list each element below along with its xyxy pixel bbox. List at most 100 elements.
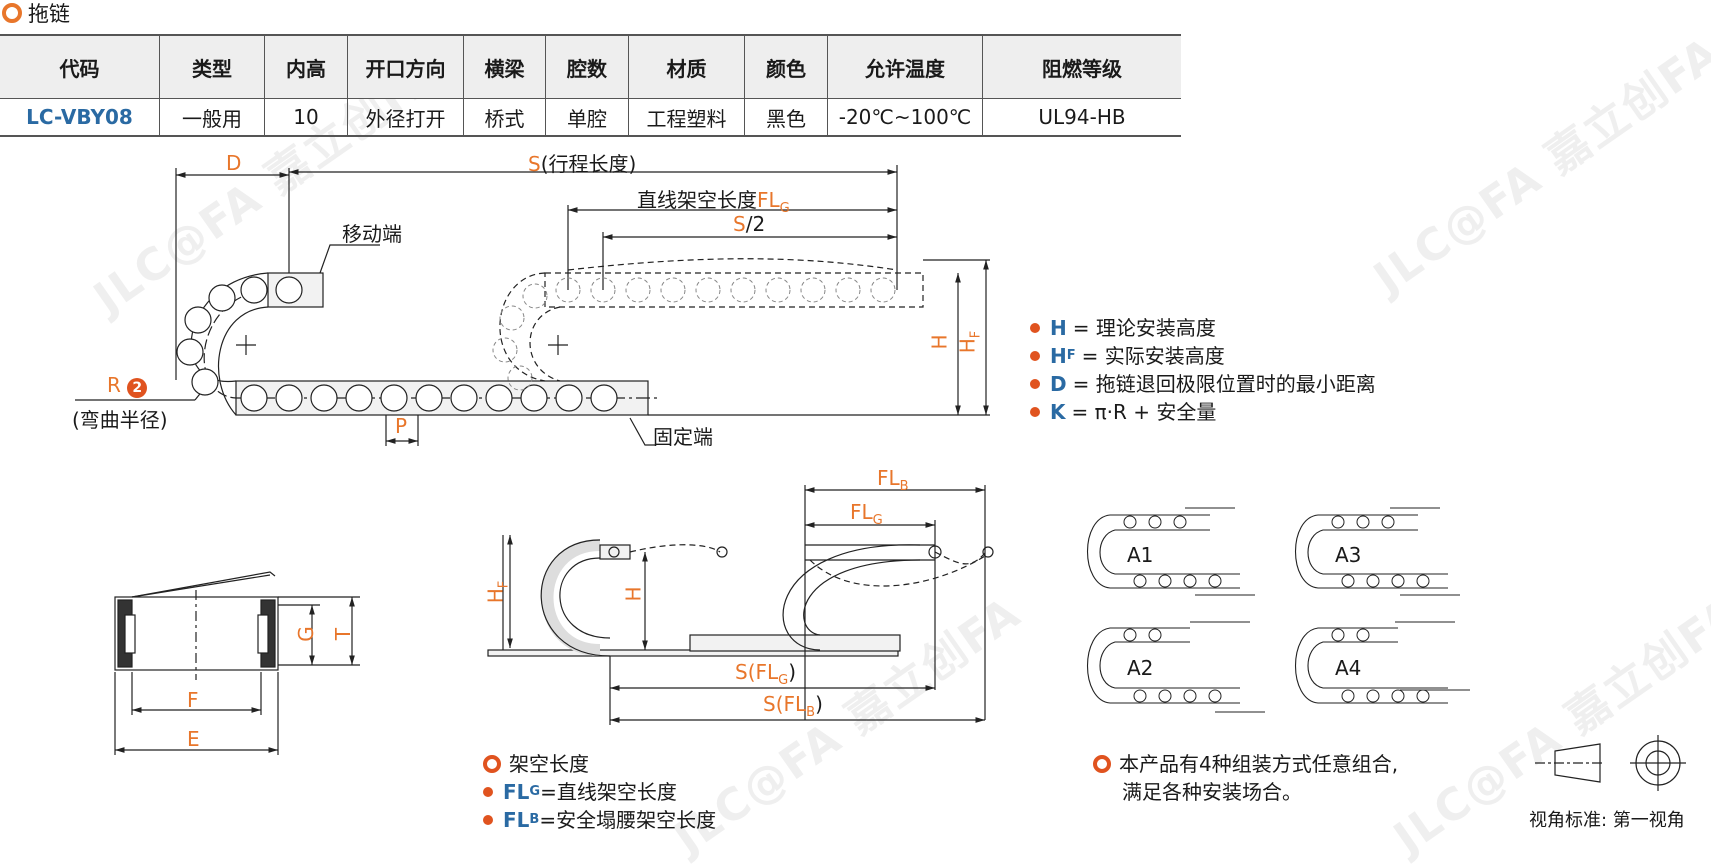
circle-bullet-icon (2, 3, 22, 23)
legend-symbol: FL (503, 780, 530, 804)
header-cell: 横梁 (463, 34, 546, 99)
bullet-icon (483, 787, 493, 797)
assembly-a1-label: A1 (1127, 543, 1154, 567)
span-legend-heading: 架空长度 (483, 750, 716, 778)
dim-s-travel-label: S(行程长度) (528, 148, 636, 177)
table-header-row: 代码 类型 内高 开口方向 横梁 腔数 材质 颜色 允许温度 阻燃等级 (0, 34, 1181, 99)
legend-item: K= π·R + 安全量 (1030, 398, 1376, 426)
dim-s-half-symbol: S (733, 212, 746, 236)
legend-symbol: D (1050, 372, 1067, 396)
table-cell: 黑色 (744, 98, 828, 137)
dim-flg2-symbol: FL (850, 500, 873, 524)
product-code: LC-VBY08 (0, 98, 160, 137)
assembly-note-line: 满足各种安装场合。 (1093, 778, 1398, 806)
header-cell: 颜色 (744, 34, 828, 99)
table-cell: 桥式 (463, 98, 546, 137)
dim-hf-symbol: H (955, 338, 980, 354)
table-cell: 外径打开 (347, 98, 464, 137)
legend-symbol: H (1050, 344, 1067, 368)
dim-hf-label: HF (955, 331, 983, 354)
dim-flg-sub: G (779, 201, 790, 216)
table-cell: -20℃~100℃ (827, 98, 983, 137)
dim-s-flb-symbol: FL (783, 692, 807, 716)
dim-g-label: G (293, 626, 318, 642)
table-cell: 单腔 (545, 98, 629, 137)
span-legend-heading-text: 架空长度 (509, 752, 589, 776)
spec-table: 代码 类型 内高 开口方向 横梁 腔数 材质 颜色 允许温度 阻燃等级 LC-V… (0, 34, 1181, 137)
table-cell: 一般用 (159, 98, 265, 137)
bend-r-badge: 2 (127, 378, 148, 398)
header-cell: 允许温度 (827, 34, 983, 99)
dim-s-flb-label: S(FLB) (763, 692, 823, 720)
ring-bullet-icon (483, 755, 501, 773)
dim-s-flg-symbol: FL (755, 660, 779, 684)
dim-hf2-symbol: H (483, 588, 508, 604)
legend-text: = 理论安装高度 (1072, 316, 1216, 340)
ring-bullet-icon (1093, 755, 1111, 773)
dim-flb-label: FLB (877, 466, 909, 494)
assembly-a4-label: A4 (1335, 656, 1362, 680)
dim-h2-label: H (621, 586, 646, 602)
legend-symbol-sub: B (529, 812, 540, 827)
legend-symbol: FL (503, 808, 530, 832)
bend-r-symbol: R (107, 373, 121, 397)
legend-text: = 实际安装高度 (1081, 344, 1225, 368)
bullet-icon (1030, 407, 1040, 417)
bend-radius-r: R 2 (107, 373, 148, 398)
table-cell: 工程塑料 (628, 98, 745, 137)
bullet-icon (483, 815, 493, 825)
section-title: 拖链 (2, 0, 70, 26)
legend-symbol: K (1050, 400, 1066, 424)
bullet-icon (1030, 323, 1040, 333)
dim-s-flb-sub: B (806, 705, 816, 720)
dim-s-flg-label: S(FLG) (735, 660, 796, 688)
assembly-note-line: 本产品有4种组装方式任意组合, (1093, 750, 1398, 778)
legend-symbol-sub: G (529, 784, 541, 799)
fixed-end-label: 固定端 (653, 425, 713, 449)
bend-radius-label: (弯曲半径) (72, 408, 168, 432)
drag-chain-drawing (75, 165, 1686, 791)
dim-s-suffix: (行程长度) (540, 152, 637, 176)
header-cell: 类型 (159, 34, 265, 99)
assembly-a3-label: A3 (1335, 543, 1362, 567)
legend-symbol-sub: F (1066, 348, 1076, 363)
dim-s-flb-suffix: ) (815, 692, 823, 716)
legend-text: =安全塌腰架空长度 (539, 808, 717, 832)
dim-s-flg-sub: G (778, 673, 789, 688)
assembly-note-text: 满足各种安装场合。 (1122, 780, 1302, 804)
assembly-note: 本产品有4种组装方式任意组合, 满足各种安装场合。 (1093, 750, 1398, 806)
legend-text: = 拖链退回极限位置时的最小距离 (1072, 372, 1376, 396)
legend-item: H= 理论安装高度 (1030, 314, 1376, 342)
table-cell: UL94-HB (982, 98, 1181, 137)
assembly-note-text: 本产品有4种组装方式任意组合, (1119, 752, 1399, 776)
bullet-icon (1030, 351, 1040, 361)
dim-s-symbol: S (528, 152, 541, 176)
view-standard-label: 视角标准: 第一视角 (1529, 810, 1685, 831)
header-cell: 开口方向 (347, 34, 464, 99)
table-row: LC-VBY08 一般用 10 外径打开 桥式 单腔 工程塑料 黑色 -20℃~… (0, 98, 1181, 137)
dim-d-label: D (226, 151, 242, 175)
legend-text: = π·R + 安全量 (1071, 400, 1217, 424)
legend-symbol: H (1050, 316, 1067, 340)
dim-flg-label: 直线架空长度FLG (637, 184, 790, 216)
dim-s-flg-prefix: S( (735, 660, 756, 684)
assembly-a2-label: A2 (1127, 656, 1154, 680)
dim-e-label: E (187, 727, 200, 751)
dim-s-flb-prefix: S( (763, 692, 784, 716)
dim-flg2-sub: G (872, 513, 883, 528)
header-cell: 代码 (0, 34, 160, 99)
dim-h-label: H (927, 334, 952, 350)
dim-hf2-label: HF (483, 581, 511, 604)
dim-hf-sub: F (968, 330, 984, 339)
dim-f-label: F (187, 688, 199, 712)
header-cell: 阻燃等级 (982, 34, 1181, 99)
legend-text: =直线架空长度 (540, 780, 677, 804)
header-cell: 腔数 (545, 34, 629, 99)
dim-flg-symbol: FL (757, 188, 780, 212)
dim-flb-symbol: FL (877, 466, 900, 490)
dim-flg-prefix: 直线架空长度 (637, 188, 757, 212)
dim-t-label: T (331, 627, 356, 641)
